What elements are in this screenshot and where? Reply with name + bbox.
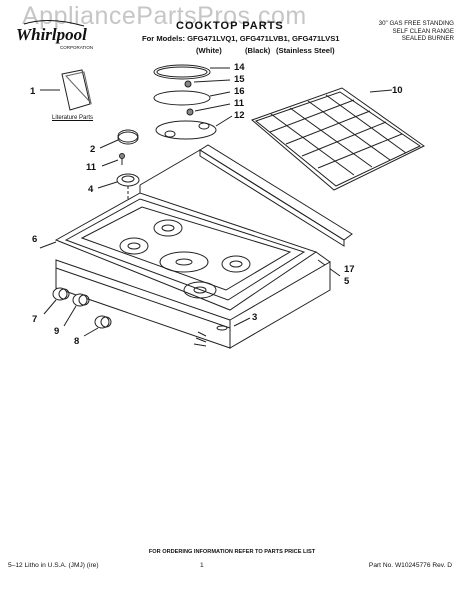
rear-grate-support <box>199 144 353 247</box>
callout-4: 4 <box>88 184 94 195</box>
literature-booklet <box>40 69 92 111</box>
cooktop-panel <box>39 149 341 311</box>
models-line: For Models: GFG471LVQ1, GFG471LVB1, GFG4… <box>142 34 340 43</box>
callout-numbers: 1 2 3 4 5 6 7 8 9 10 11 11 12 14 15 16 1… <box>30 62 403 347</box>
callout-15: 15 <box>234 74 245 85</box>
variant-stainless: (Stainless Steel) <box>276 46 335 55</box>
part-number: Part No. W10245776 Rev. D <box>368 562 452 569</box>
callout-10: 10 <box>392 85 403 96</box>
literature-parts-label: Literature Parts <box>52 115 94 121</box>
variant-white: (White) <box>196 46 222 55</box>
page-number: 1 <box>200 562 204 569</box>
control-panel-front <box>55 259 331 349</box>
callout-6: 6 <box>32 234 37 245</box>
callout-14: 14 <box>234 62 245 73</box>
callout-2: 2 <box>90 144 95 155</box>
product-line-3: SEALED BURNER <box>401 35 454 43</box>
whirlpool-logo: Whirlpool CORPORATION <box>16 20 93 50</box>
callout-11-upper: 11 <box>234 98 245 109</box>
callout-12: 12 <box>234 110 245 121</box>
callout-1: 1 <box>30 86 36 97</box>
watermark-text: AppliancePartsPros.com <box>22 2 307 30</box>
burner-grate <box>251 87 425 191</box>
callout-7: 7 <box>32 314 37 325</box>
callout-9: 9 <box>54 326 59 337</box>
burner-cap-screw-base <box>97 129 140 225</box>
callout-3: 3 <box>252 312 257 323</box>
oval-burner-stack <box>153 64 233 140</box>
ordering-note: FOR ORDERING INFORMATION REFER TO PARTS … <box>148 549 316 555</box>
callout-16: 16 <box>234 86 245 97</box>
brand-sub: CORPORATION <box>60 45 93 50</box>
litho-info: 5–12 Litho in U.S.A. (JMJ) (ire) <box>8 562 99 569</box>
variant-black: (Black) <box>245 46 271 55</box>
brand-name: Whirlpool <box>16 25 87 44</box>
callout-8: 8 <box>74 336 79 347</box>
control-knobs <box>43 287 112 337</box>
product-line-1: 30" GAS FREE STANDING <box>378 20 454 27</box>
callout-17: 17 <box>344 264 355 275</box>
callout-5: 5 <box>344 276 350 287</box>
product-description: 30" GAS FREE STANDING SELF CLEAN RANGE S… <box>342 20 454 43</box>
callout-11-lower: 11 <box>86 162 97 173</box>
product-line-2: SELF CLEAN RANGE <box>392 27 454 35</box>
page-title: COOKTOP PARTS <box>176 20 284 32</box>
